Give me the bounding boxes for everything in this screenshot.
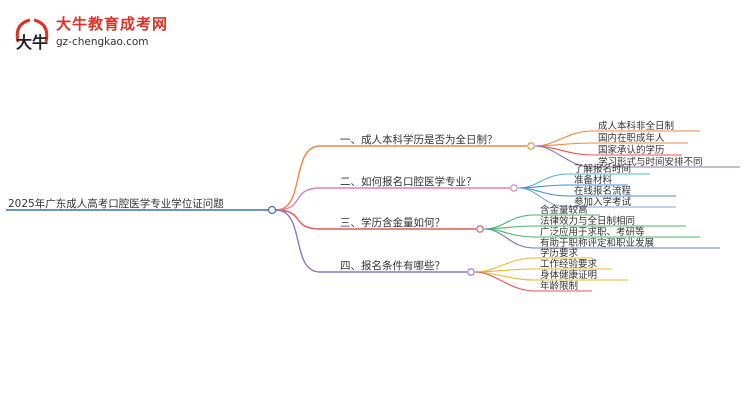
branch-collapse-icon[interactable] [527,142,535,150]
leaf-topic[interactable]: 年龄限制 [540,280,578,292]
branch-topic[interactable]: 一、成人本科学历是否为全日制？ [340,133,498,146]
leaf-topic[interactable]: 参加入学考试 [574,196,632,208]
leaf-topic[interactable]: 有助于职称评定和职业发展 [540,237,655,249]
leaf-topic[interactable]: 国家承认的学历 [598,144,665,156]
child-connector [517,184,569,189]
branch-connector [275,145,321,211]
mind-map-edges [6,130,740,292]
leaf-topic[interactable]: 广泛应用于求职、考研等 [540,226,645,238]
root-topic[interactable]: 2025年广东成人高考口腔医学专业学位证问题 [8,197,224,210]
branch-connector [275,209,321,273]
child-connector [474,271,535,292]
logo-url: gz-chengkao.com [56,36,149,48]
branch-topic[interactable]: 二、如何报名口腔医学专业？ [340,175,477,188]
child-connector [483,225,535,230]
mind-map-nodes: 2025年广东成人高考口腔医学专业学位证问题 一、成人本科学历是否为全日制？ 成人本… [8,120,703,292]
leaf-topic[interactable]: 工作经验要求 [540,258,598,270]
branch-connector [275,187,321,211]
leaf-topic[interactable]: 学历要求 [540,247,579,259]
leaf-topic[interactable]: 学习形式与时间安排不同 [598,156,703,168]
logo-mark-text: 大牛 [16,33,48,52]
bull-logo-icon: 大牛 [15,18,49,52]
branch-collapse-icon[interactable] [510,184,518,192]
child-connector [534,145,593,168]
leaf-topic[interactable]: 了解报名时间 [574,163,631,175]
leaf-topic[interactable]: 含金量较高 [540,204,588,216]
child-connector [483,228,535,249]
logo[interactable]: 大牛 大牛教育成考网 gz-chengkao.com [12,12,167,56]
logo-title: 大牛教育成考网 [56,15,169,33]
leaf-topic[interactable]: 国内在职成年人 [598,132,665,144]
child-connector [517,187,569,208]
branch-connector [275,209,321,230]
branch-collapse-icon[interactable] [476,225,484,233]
leaf-topic[interactable]: 身体健康证明 [540,269,597,281]
child-connector [534,130,593,147]
leaf-topic[interactable]: 准备材料 [574,174,613,186]
root-collapse-icon[interactable] [267,205,277,215]
leaf-topic[interactable]: 法律效力与全日制相同 [540,215,635,227]
leaf-topic[interactable]: 成人本科非全日制 [598,120,674,132]
branch-topic[interactable]: 四、报名条件有哪些？ [340,259,445,272]
branch-collapse-icon[interactable] [467,268,475,276]
branch-topic[interactable]: 三、学历含金量如何？ [340,216,445,229]
leaf-topic[interactable]: 在线报名流程 [574,185,632,197]
